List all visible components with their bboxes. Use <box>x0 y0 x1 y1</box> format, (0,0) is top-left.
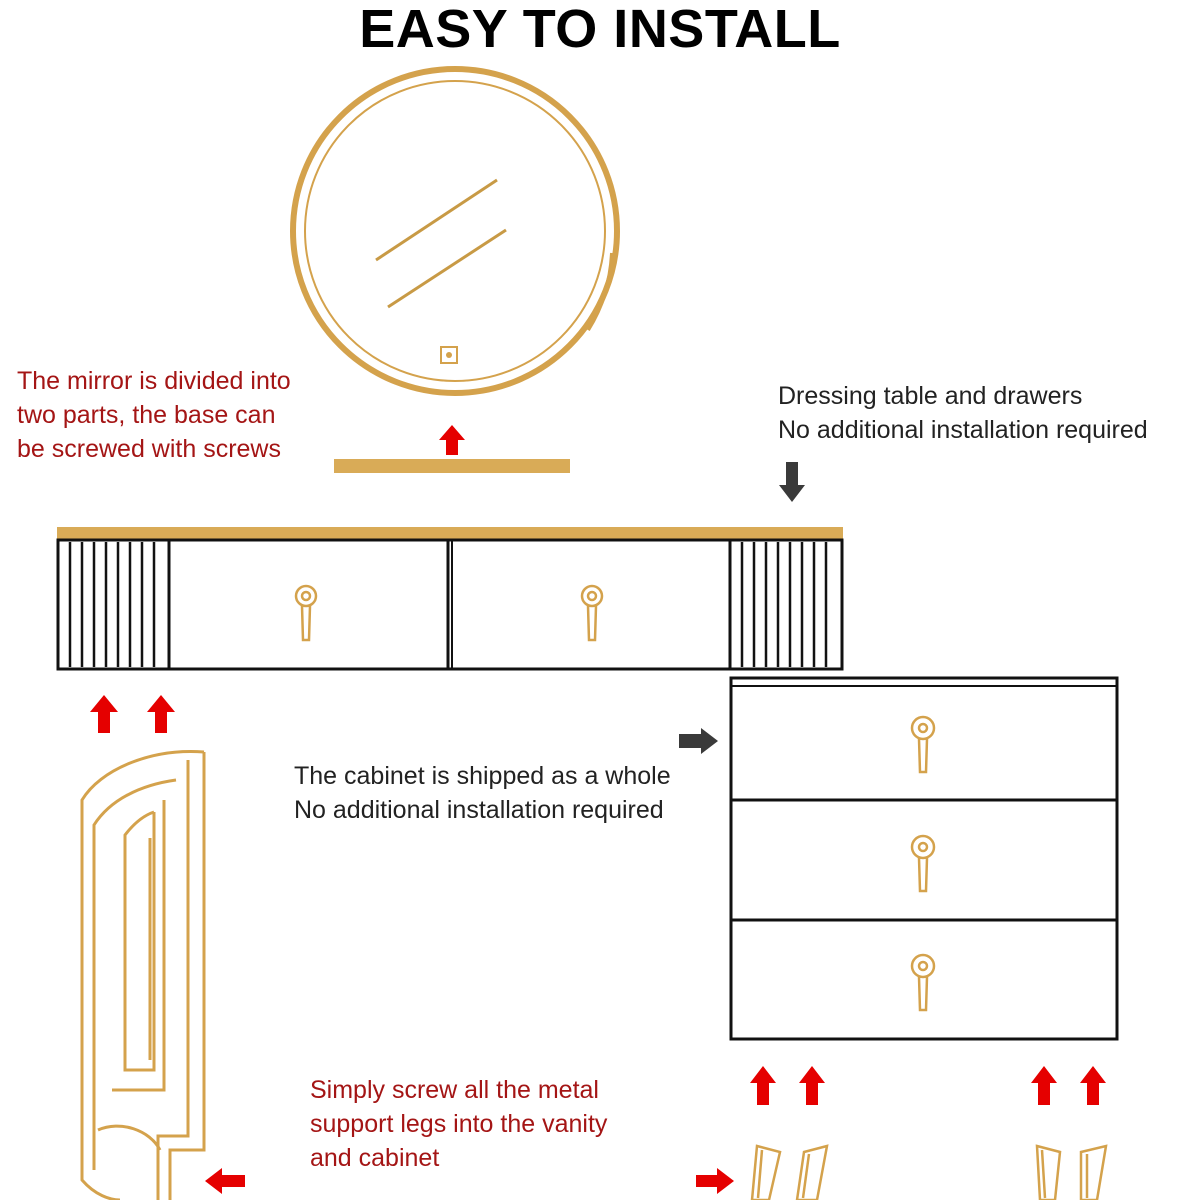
legs-note-line: and cabinet <box>310 1144 440 1172</box>
drawer-handle-icon <box>910 715 936 774</box>
red-up-arrow-icon <box>439 425 465 455</box>
drawer-handle-icon <box>910 834 936 893</box>
red-up-arrow-icon <box>1080 1066 1106 1105</box>
mirror-base <box>334 459 570 473</box>
tapered-leg <box>1079 1144 1108 1200</box>
red-left-arrow-icon <box>205 1168 245 1194</box>
dressing-table-note-line: No additional installation required <box>778 416 1148 444</box>
metal-side-frame <box>80 750 206 1200</box>
drawer-handle-icon <box>580 584 604 642</box>
dressing-table-note-line: Dressing table and drawers <box>778 382 1083 410</box>
round-mirror <box>290 66 620 396</box>
cabinet-note-line: The cabinet is shipped as a whole <box>294 762 671 790</box>
dressing-table-note: Dressing table and drawers No additional… <box>778 379 1148 447</box>
touch-button-icon <box>440 346 458 364</box>
red-up-arrow-icon <box>1031 1066 1057 1105</box>
drawer-cabinet <box>729 676 1119 1041</box>
mirror-note-line: The mirror is divided into <box>17 367 291 395</box>
red-up-arrow-icon <box>147 695 175 733</box>
tapered-leg <box>795 1144 829 1200</box>
red-up-arrow-icon <box>90 695 118 733</box>
red-right-arrow-icon <box>696 1168 734 1194</box>
fluted-panel-right <box>740 542 828 667</box>
mirror-note-line: two parts, the base can <box>17 401 276 429</box>
tapered-leg <box>1035 1144 1062 1200</box>
drawer-handle-icon <box>294 584 318 642</box>
red-up-arrow-icon <box>750 1066 776 1105</box>
vanity-table <box>56 527 844 671</box>
page-title: EASY TO INSTALL <box>359 0 841 59</box>
red-up-arrow-icon <box>799 1066 825 1105</box>
mirror-reflection-line <box>387 228 507 309</box>
cabinet-note: The cabinet is shipped as a whole No add… <box>294 759 671 827</box>
legs-note: Simply screw all the metal support legs … <box>310 1073 607 1175</box>
vanity-top-gold <box>57 527 843 540</box>
dark-down-arrow-icon <box>779 462 805 502</box>
mirror-reflection-line <box>375 178 498 262</box>
legs-note-line: Simply screw all the metal <box>310 1076 599 1104</box>
drawer-handle-icon <box>910 953 936 1012</box>
fluted-panel-left <box>68 542 156 667</box>
mirror-note: The mirror is divided into two parts, th… <box>17 364 291 466</box>
mirror-note-line: be screwed with screws <box>17 435 281 463</box>
dark-right-arrow-icon <box>679 728 718 754</box>
tapered-leg <box>750 1144 782 1200</box>
cabinet-note-line: No additional installation required <box>294 796 664 824</box>
legs-note-line: support legs into the vanity <box>310 1110 608 1138</box>
